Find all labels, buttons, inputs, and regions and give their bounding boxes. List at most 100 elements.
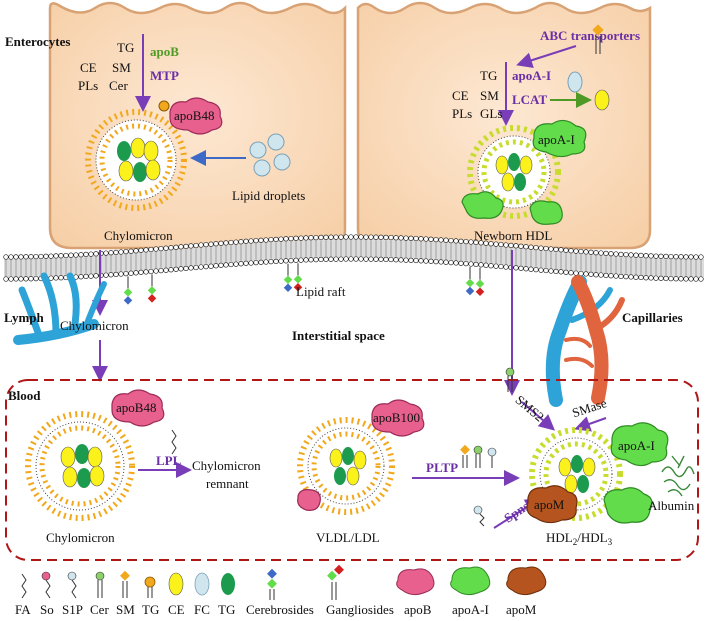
legend-apom-icon xyxy=(506,566,547,596)
apoa1-blob-newborn: apoA-I xyxy=(532,119,587,158)
blood-compartment xyxy=(5,379,699,561)
pls-label-right: PLs xyxy=(452,106,472,121)
vldl-ldl-particle xyxy=(297,417,395,515)
apob48-blob-blood: apoB48 xyxy=(111,389,165,427)
chylomicron-label-enterocyte: Chylomicron xyxy=(104,228,173,243)
cer-label-left: Cer xyxy=(109,78,128,93)
legend-label-tg-core: TG xyxy=(218,602,235,617)
apoa1-blob-newborn-3 xyxy=(529,200,563,225)
remnant-label-2: remnant xyxy=(206,476,249,491)
legend-s1p-icon xyxy=(67,571,77,599)
legend-tg-icon xyxy=(144,576,156,598)
capillaries-label: Capillaries xyxy=(622,310,683,325)
apoa1-label-newborn: apoA-I xyxy=(538,132,575,147)
legend-label-so: So xyxy=(40,602,54,617)
chylomicron-enterocyte xyxy=(85,109,187,211)
apoa1-label-hdl: apoA-I xyxy=(618,438,655,453)
smase-label: SMase xyxy=(570,395,609,420)
legend-label-cer: Cer xyxy=(90,602,109,617)
legend-label-ce: CE xyxy=(168,602,185,617)
apoa1-blob-hdl-2 xyxy=(603,487,653,524)
hdl-subclass-label: HDL2/HDL3 xyxy=(546,530,613,547)
lymph-vessel xyxy=(13,272,107,345)
apom-label-hdl: apoM xyxy=(534,497,565,512)
lipid-droplets xyxy=(249,133,291,177)
legend-label-apom: apoM xyxy=(506,602,537,617)
apob48-label-blood: apoB48 xyxy=(116,400,156,415)
legend-apob-icon xyxy=(396,568,435,596)
legend-label-cerebrosides: Cerebrosides xyxy=(246,602,314,617)
legend-label-s1p: S1P xyxy=(62,602,83,617)
hdl2-hdl3-particle xyxy=(529,427,623,521)
vldl-ldl-label: VLDL/LDL xyxy=(316,530,380,545)
abc-arrow xyxy=(516,45,577,68)
legend-cer-icon xyxy=(95,571,105,598)
newborn-hdl xyxy=(467,125,561,219)
ce-molecule-right xyxy=(594,89,610,111)
pltp-label: PLTP xyxy=(426,460,458,475)
legend-sm-icon xyxy=(120,570,130,598)
s1p-molecule-spns2 xyxy=(473,505,485,527)
legend-label-gangliosides: Gangliosides xyxy=(326,602,394,617)
fc-molecule xyxy=(567,71,583,93)
sm-label-left: SM xyxy=(112,60,131,75)
fa-molecule-lpl xyxy=(171,429,177,455)
legend: FA So S1P Cer SM TG CE FC TG Cerebroside… xyxy=(15,564,547,617)
interstitial-label: Interstitial space xyxy=(292,328,385,343)
blood-label: Blood xyxy=(8,388,41,403)
ce-label-left: CE xyxy=(80,60,97,75)
apob48-blob-enterocyte: apoB48 xyxy=(169,97,223,135)
albumin-icon xyxy=(661,455,695,497)
apob-blob-vldl-small xyxy=(297,489,321,511)
apob100-label: apoB100 xyxy=(373,410,420,425)
sms2-arrow xyxy=(521,401,556,431)
legend-label-fc: FC xyxy=(194,602,210,617)
capillary-vessel xyxy=(545,275,625,407)
apob48-label-enterocyte: apoB48 xyxy=(174,108,214,123)
lpl-label: LPL xyxy=(156,453,182,468)
lipid-raft-label: Lipid raft xyxy=(296,284,346,299)
cell-membrane-bilayer xyxy=(3,234,704,305)
mtp-label: MTP xyxy=(150,68,179,83)
legend-label-apob: apoB xyxy=(404,602,432,617)
apom-blob: apoM xyxy=(526,485,578,524)
legend-ce-icon xyxy=(168,572,184,596)
legend-fa-icon xyxy=(21,573,27,599)
lipid-molecules-pltp xyxy=(460,444,497,468)
legend-label-fa: FA xyxy=(15,602,31,617)
chylomicron-label-blood: Chylomicron xyxy=(46,530,115,545)
newborn-hdl-label: Newborn HDL xyxy=(474,228,552,243)
apoa1-blob-newborn-2 xyxy=(461,191,504,219)
lcat-label: LCAT xyxy=(512,92,547,107)
legend-so-icon xyxy=(41,571,51,599)
apoa1-blob-hdl: apoA-I xyxy=(610,422,669,467)
legend-fc-icon xyxy=(194,572,210,596)
gls-label-right: GLs xyxy=(480,106,502,121)
legend-gangliosides-icon xyxy=(327,564,344,600)
chylomicron-lymph-label: Chylomicron xyxy=(60,318,129,333)
smase-arrow xyxy=(574,416,607,432)
tg-label-left: TG xyxy=(117,40,134,55)
tg-marker-left xyxy=(158,100,170,112)
pls-label-left: PLs xyxy=(78,78,98,93)
legend-label-apoa1: apoA-I xyxy=(452,602,489,617)
albumin-label: Albumin xyxy=(648,498,695,513)
apob-label: apoB xyxy=(150,44,179,59)
legend-apoa1-icon xyxy=(450,566,491,596)
enterocytes-label: Enterocytes xyxy=(5,34,70,49)
tg-label-right: TG xyxy=(480,68,497,83)
lymph-label: Lymph xyxy=(4,310,45,325)
chylomicron-blood xyxy=(25,411,135,521)
apoa1-label-right: apoA-I xyxy=(512,68,551,83)
ce-label-right: CE xyxy=(452,88,469,103)
legend-label-tg: TG xyxy=(142,602,159,617)
abc-transporters-label: ABC transporters xyxy=(540,28,640,43)
lipid-droplets-label: Lipid droplets xyxy=(232,188,305,203)
apob100-blob: apoB100 xyxy=(371,399,425,437)
legend-tg-core-icon xyxy=(221,573,235,595)
remnant-label-1: Chylomicron xyxy=(192,458,261,473)
sm-label-right: SM xyxy=(480,88,499,103)
legend-cerebrosides-icon xyxy=(267,568,277,600)
sm-molecule-hdl-left xyxy=(505,367,515,392)
